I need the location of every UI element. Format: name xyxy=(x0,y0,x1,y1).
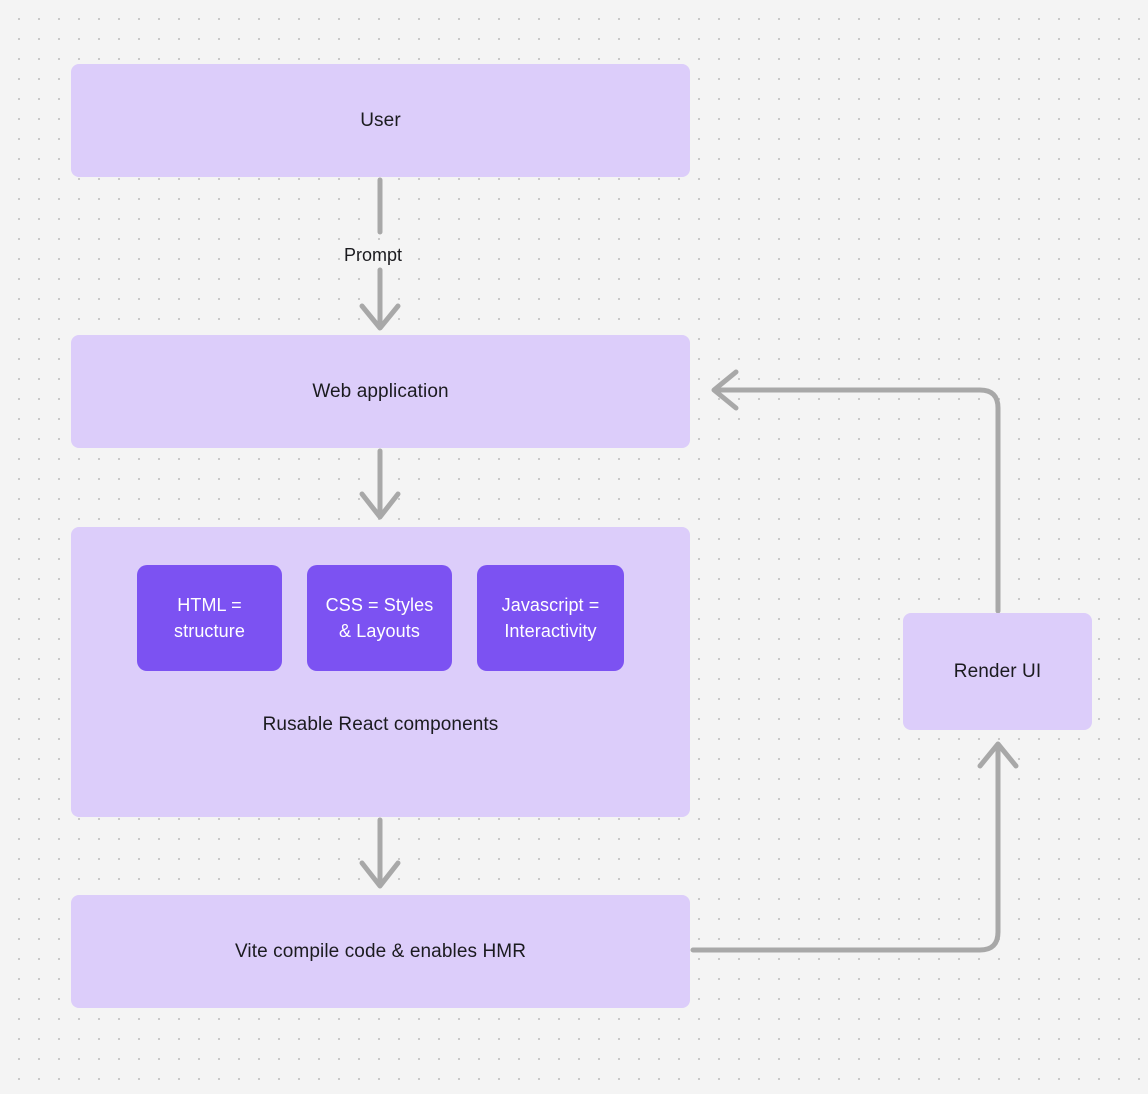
node-javascript-interactivity[interactable]: Javascript = Interactivity xyxy=(477,565,624,671)
edge-vite-to-render xyxy=(690,745,1001,953)
node-css-styles-line1: CSS = Styles xyxy=(325,594,434,615)
node-web-application-label: Web application xyxy=(312,380,449,402)
node-html-structure-line2: structure xyxy=(174,621,245,641)
node-html-structure-line1: HTML = xyxy=(177,594,242,615)
node-html-structure[interactable]: HTML = structure xyxy=(137,565,282,671)
node-javascript-interactivity-line1: Javascript = xyxy=(501,594,600,615)
node-web-application[interactable]: Web application xyxy=(71,335,690,448)
node-javascript-interactivity-label: Javascript = Interactivity xyxy=(502,592,600,644)
node-user-label: User xyxy=(360,109,401,131)
node-javascript-interactivity-line2: Interactivity xyxy=(504,621,597,641)
arrowhead-prompt-to-webapp xyxy=(359,303,401,331)
components-caption: Rusable React components xyxy=(262,714,499,735)
node-render-ui-label: Render UI xyxy=(953,660,1042,682)
node-vite[interactable]: Vite compile code & enables HMR xyxy=(71,895,690,1008)
arrowhead-render-to-webapp xyxy=(711,369,739,411)
node-css-styles-line2: & Layouts xyxy=(339,621,420,641)
arrowhead-webapp-to-components xyxy=(359,491,401,520)
arrowhead-components-to-vite xyxy=(359,860,401,889)
node-css-styles[interactable]: CSS = Styles & Layouts xyxy=(307,565,452,671)
edge-label-prompt: Prompt xyxy=(344,245,403,265)
node-user[interactable]: User xyxy=(71,64,690,177)
node-vite-label: Vite compile code & enables HMR xyxy=(234,940,527,962)
arrowhead-vite-to-render xyxy=(977,741,1019,769)
node-html-structure-label: HTML = structure xyxy=(174,592,245,644)
edge-render-to-webapp xyxy=(715,387,1001,614)
node-css-styles-label: CSS = Styles & Layouts xyxy=(326,592,434,644)
node-render-ui[interactable]: Render UI xyxy=(903,613,1092,730)
